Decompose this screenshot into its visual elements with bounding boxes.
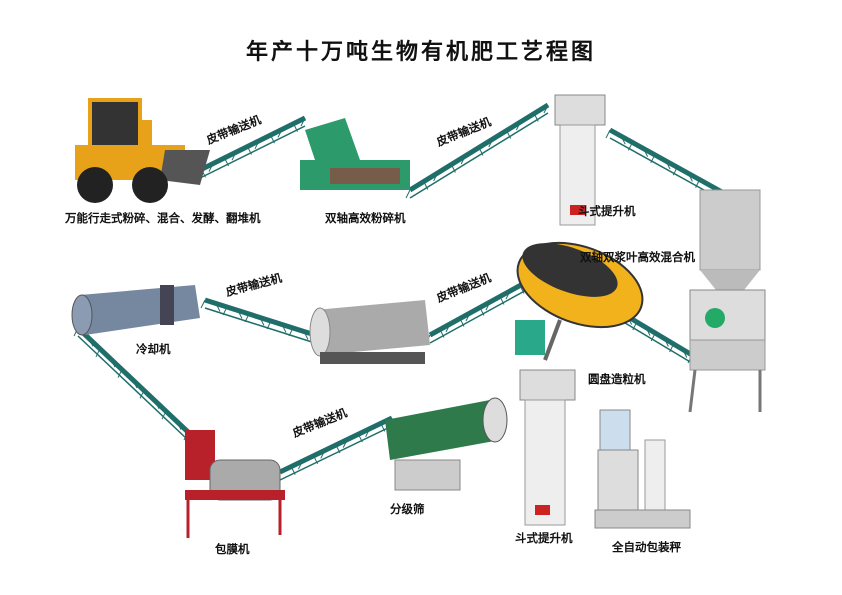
machine-label-crusher: 双轴高效粉碎机	[325, 211, 406, 225]
belt-conveyor	[73, 326, 190, 441]
belt-conveyor	[405, 102, 550, 199]
cooler-machine	[71, 285, 200, 336]
dryer-drum-machine	[309, 300, 430, 364]
machine-label-coating: 包膜机	[215, 542, 250, 556]
machine-label-mixer: 双轴双浆叶高效混合机	[580, 250, 695, 264]
bucket-elevator-machine-2	[519, 369, 576, 526]
disc-granulator-machine	[515, 241, 644, 361]
machine-label-packer: 全自动包装秤	[612, 540, 681, 554]
belt-conveyor	[425, 277, 532, 344]
coating-machine	[185, 430, 285, 538]
machine-label-cooler: 冷却机	[136, 342, 171, 356]
machine-label-elevator-2: 斗式提升机	[515, 531, 573, 545]
machine-label-elevator: 斗式提升机	[578, 204, 636, 218]
packing-scale-machine	[594, 409, 691, 529]
belt-conveyor	[185, 115, 307, 184]
loader-machine	[75, 98, 210, 203]
screen-machine	[385, 397, 508, 491]
machine-label-loader: 万能行走式粉碎、混合、发酵、翻堆机	[65, 211, 261, 225]
bucket-elevator-machine	[554, 94, 606, 226]
belt-conveyor	[200, 297, 316, 344]
page-title: 年产十万吨生物有机肥工艺程图	[245, 39, 596, 65]
machine-label-granulator: 圆盘造粒机	[588, 372, 646, 386]
mixer-machine	[688, 189, 766, 413]
machine-label-screen: 分级筛	[390, 502, 425, 516]
crusher-machine	[300, 118, 410, 190]
